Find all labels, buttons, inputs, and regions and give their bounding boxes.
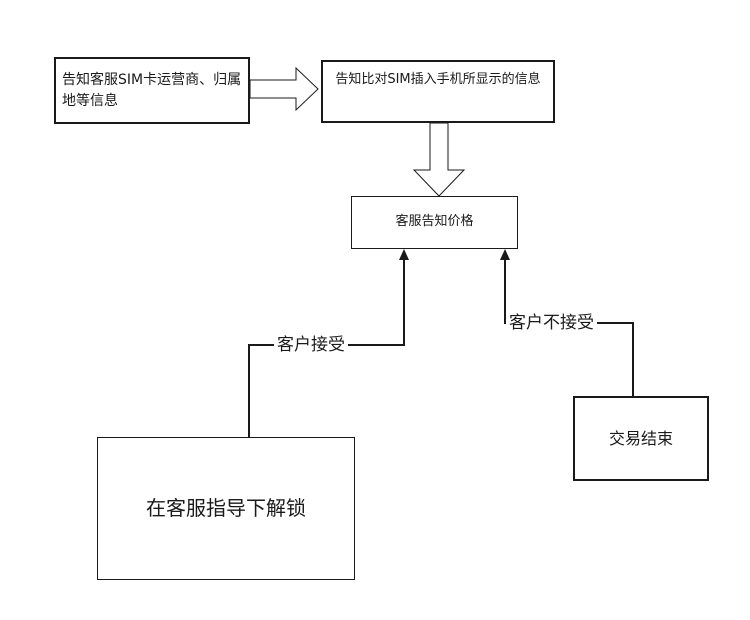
node-compare-info: 告知比对SIM插入手机所显示的信息 bbox=[321, 60, 555, 123]
arrowhead-accept bbox=[399, 249, 409, 260]
arrowhead-reject bbox=[500, 249, 510, 260]
edge-label-accept: 客户接受 bbox=[274, 335, 348, 355]
node-inform-sim-text: 告知客服SIM卡运营商、归属地等信息 bbox=[62, 72, 242, 109]
node-inform-sim: 告知客服SIM卡运营商、归属地等信息 bbox=[54, 57, 250, 124]
node-deal-end-text: 交易结束 bbox=[608, 428, 673, 448]
node-unlock-guided: 在客服指导下解锁 bbox=[97, 437, 355, 580]
node-unlock-guided-text: 在客服指导下解锁 bbox=[146, 496, 306, 520]
node-quote-price: 客服告知价格 bbox=[351, 196, 518, 249]
node-quote-price-text: 客服告知价格 bbox=[395, 214, 474, 230]
edge-label-reject: 客户不接受 bbox=[506, 313, 597, 333]
node-deal-end: 交易结束 bbox=[573, 396, 709, 481]
arrow-compare-to-price bbox=[412, 122, 466, 197]
arrow-inform-to-compare bbox=[249, 66, 319, 112]
node-compare-info-text: 告知比对SIM插入手机所显示的信息 bbox=[335, 72, 541, 87]
